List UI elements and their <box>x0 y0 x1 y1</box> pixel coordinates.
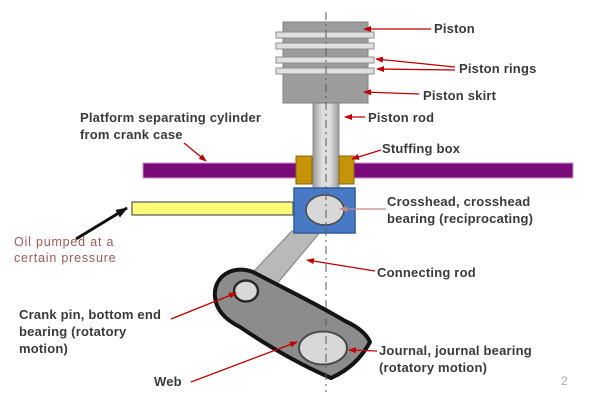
label-piston-skirt: Piston skirt <box>423 88 497 103</box>
arrow-piston-skirt <box>363 89 420 96</box>
journal-bearing <box>298 330 348 366</box>
platform-bar <box>142 162 574 179</box>
stuffing-box-left <box>295 155 313 185</box>
piston-ring-4 <box>275 67 375 75</box>
arrow-crank-pin <box>170 292 237 320</box>
label-piston: Piston <box>434 21 475 36</box>
label-crank-pin: Crank pin, bottom end bearing (rotatory … <box>19 307 162 356</box>
label-journal: Journal, journal bearing (rotatory motio… <box>379 343 532 375</box>
piston-ring-2 <box>275 42 375 50</box>
arrow-journal <box>348 347 378 354</box>
label-web: Web <box>154 374 182 389</box>
label-piston-rod: Piston rod <box>368 110 435 125</box>
arrow-connecting-rod <box>306 258 376 272</box>
oil-passage-bar <box>131 201 294 216</box>
label-stuffing-box: Stuffing box <box>382 141 461 156</box>
arrow-web <box>190 341 298 383</box>
piston-ring-1 <box>275 31 375 39</box>
stuffing-box-right <box>338 155 355 185</box>
crank-pin-bearing <box>232 279 260 303</box>
arrow-piston-ring-upper <box>375 56 456 68</box>
arrow-stuffing-box <box>351 149 382 160</box>
oil-arrow <box>75 206 128 241</box>
page-number: 2 <box>561 374 568 388</box>
label-crosshead: Crosshead, crosshead bearing (reciprocat… <box>387 194 534 226</box>
label-oil-pumped: Oil pumped at a certain pressure <box>14 235 117 265</box>
piston-ring-3 <box>275 56 375 64</box>
label-connecting-rod: Connecting rod <box>377 265 476 280</box>
arrow-platform <box>183 142 207 162</box>
arrow-piston-ring-lower <box>376 66 456 73</box>
crosshead-bearing <box>305 194 345 226</box>
label-platform: Platform separating cylinder from crank … <box>80 110 262 142</box>
label-piston-rings: Piston rings <box>459 61 537 76</box>
